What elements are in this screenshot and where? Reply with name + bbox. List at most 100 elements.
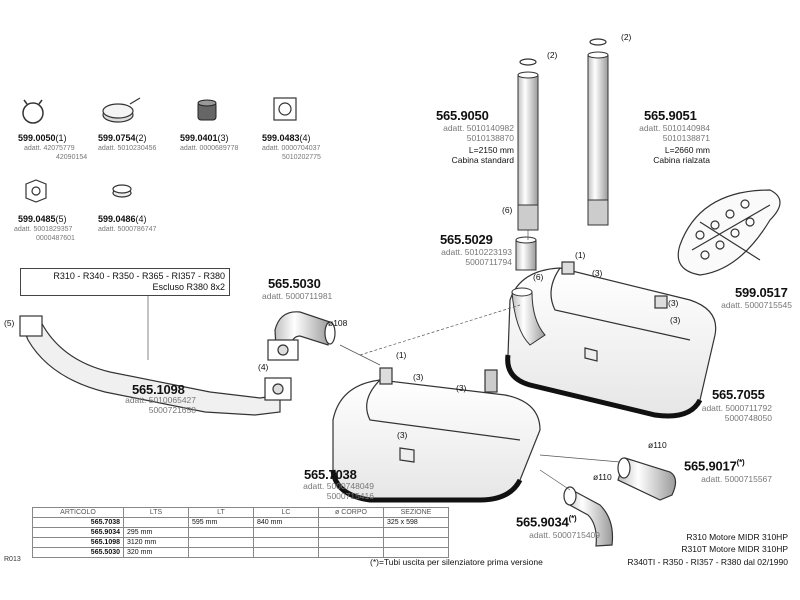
part-code-565-9034: 565.9034(*) [516,514,577,530]
part-refs-565-9034: adatt. 5000715409 [529,530,600,540]
part-code-565-1098: 565.1098 [132,382,185,397]
models-box: R310 - R340 - R350 - R365 - RI357 - R380… [20,268,230,296]
part-code-565-5029: 565.5029 [440,232,493,247]
table-cell [383,527,449,538]
ring-icon-599-0486 [112,184,132,198]
part-code-565-5030: 565.5030 [268,276,321,291]
callout-3: (3) [397,430,408,440]
part-refs-565-9017: adatt. 5000715567 [701,474,772,484]
th-sezione: SEZIONE [383,507,449,518]
table-row: 565.7038 595 mm 840 mm 325 x 598 [32,517,449,528]
part-refs-599-0401: adatt. 0000689778 [180,145,239,152]
table-cell [123,517,189,528]
table-cell [253,537,319,548]
th-lts: LTS [123,507,189,518]
callout-3: (3) [456,383,467,393]
table-cell [188,547,254,558]
pipe-565-9050 [517,71,539,231]
table-cell: 565.9034 [32,527,124,538]
footnote: (*)=Tubi uscita per silenziatore prima v… [370,557,543,567]
spec-table-header: ARTICOLO LTS LT LC ø CORPO SEZIONE [32,507,449,518]
table-row: 565.9034 295 mm [32,527,449,538]
callout-5: (5) [4,318,15,328]
callout-6: (6) [502,205,513,215]
callout-4: (4) [258,362,269,372]
bushing-icon-599-0401 [197,99,217,121]
table-cell: 295 mm [123,527,189,538]
part-code-599-0401: 599.0401(3) [180,133,229,143]
th-articolo: ARTICOLO [32,507,124,518]
part-code-599-0486: 599.0486(4) [98,214,147,224]
callout-2: (2) [621,32,632,42]
clamp-icon-599-0050 [22,99,44,124]
tail-pipe-565-9017 [617,457,677,501]
table-cell: 3120 mm [123,537,189,548]
table-cell [318,527,384,538]
table-cell: 595 mm [188,517,254,528]
table-row: 565.1098 3120 mm [32,537,449,548]
callout-1: (1) [396,350,407,360]
gasket-icon-599-0483 [273,97,297,121]
pipe-clamps [519,38,607,66]
diameter-565-9034: ø110 [593,472,612,482]
gasket-icon-599-0485 [25,179,47,203]
leader-lines [147,230,621,491]
part-code-599-0050: 599.0050(1) [18,133,67,143]
th-lt: LT [188,507,254,518]
table-cell [383,537,449,548]
table-cell [318,547,384,558]
callout-3: (3) [670,315,681,325]
part-code-565-7055: 565.7055 [712,387,765,402]
callout-3: (3) [668,298,679,308]
elbow-565-5030 [267,311,336,361]
part-code-599-0483: 599.0483(4) [262,133,311,143]
table-cell: 565.5030 [32,547,124,558]
table-cell [253,547,319,558]
part-refs-599-0486: adatt. 5000786747 [98,226,157,233]
table-cell [188,537,254,548]
diameter-565-5030: ø108 [328,318,348,328]
part-code-565-9050: 565.9050 [436,108,489,123]
th-lc: LC [253,507,319,518]
table-cell: 320 mm [123,547,189,558]
table-cell [188,527,254,538]
heat-shield-599-0517 [677,189,781,276]
table-cell [253,527,319,538]
table-cell [318,517,384,528]
footer-line-2: R310T Motore MIDR 310HP [681,544,788,554]
th-corpo: ø CORPO [318,507,384,518]
part-refs-565-5030: adatt. 5000711981 [262,291,333,301]
spec-table: ARTICOLO LTS LT LC ø CORPO SEZIONE 565.7… [32,507,449,558]
callout-1: (1) [575,250,586,260]
diameter-565-9017: ø110 [648,440,667,450]
table-cell [383,547,449,558]
table-cell: 565.1098 [32,537,124,548]
table-cell [318,537,384,548]
part-refs-599-0517: adatt. 5000715545 [721,300,792,310]
footer-line-3: R340TI - R350 - RI357 - R380 dal 02/1990 [627,557,788,567]
part-code-565-7038: 565.7038 [304,467,357,482]
table-cell: 325 x 598 [383,517,449,528]
part-code-565-9051: 565.9051 [644,108,697,123]
elbow-565-7055-inlet [511,287,546,346]
part-code-599-0517: 599.0517 [735,285,788,300]
table-cell: 565.7038 [32,517,124,528]
silencer-565-7038 [330,367,541,503]
part-code-599-0754: 599.0754(2) [98,133,147,143]
callout-2: (2) [547,50,558,60]
part-code-599-0485: 599.0485(5) [18,214,67,224]
front-pipe-565-1098 [19,315,292,416]
callout-6: (6) [533,272,544,282]
silencer-565-7055 [505,261,717,419]
